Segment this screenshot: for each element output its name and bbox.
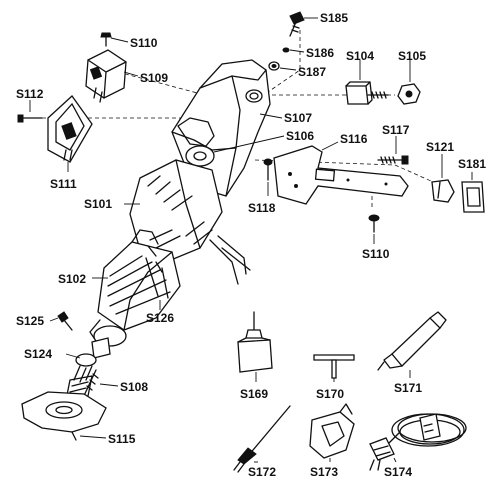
switch-plate-s111 — [47, 95, 93, 172]
label-s124: S124 — [24, 347, 52, 361]
knob-s121 — [431, 154, 455, 203]
screw-s110-top — [100, 32, 129, 47]
screw-s118 — [263, 158, 273, 196]
label-s172: S172 — [248, 465, 276, 479]
label-s116: S116 — [340, 132, 368, 146]
label-s121: S121 — [426, 140, 454, 154]
power-cord-s174 — [369, 413, 467, 471]
bracket-s116 — [273, 141, 409, 205]
bolt-s117 — [377, 136, 409, 165]
screw-s112 — [17, 100, 43, 123]
collar-s126 — [145, 257, 169, 310]
label-s126: S126 — [146, 311, 174, 325]
label-s109: S109 — [140, 71, 168, 85]
label-s174: S174 — [384, 465, 412, 479]
label-s181: S181 — [458, 157, 486, 171]
gear-s106 — [185, 135, 285, 167]
nut-s105 — [397, 60, 421, 105]
label-s105: S105 — [398, 49, 426, 63]
label-s170: S170 — [316, 387, 344, 401]
callout-labels: S185 S110 S186 S104 S105 S187 S109 S112 … — [16, 11, 486, 479]
label-s107: S107 — [284, 111, 312, 125]
label-s108: S108 — [120, 380, 148, 394]
label-s111: S111 — [50, 177, 77, 191]
switch-s109 — [85, 49, 139, 103]
label-s110-top: S110 — [130, 36, 158, 50]
label-s171: S171 — [394, 381, 422, 395]
washer-s186 — [282, 47, 305, 53]
nut-s187 — [268, 61, 297, 71]
brush-s172 — [233, 405, 291, 473]
label-s186: S186 — [306, 46, 334, 60]
label-s117: S117 — [382, 123, 410, 137]
label-s101: S101 — [84, 197, 112, 211]
spindle-s124 — [65, 337, 111, 401]
label-s125: S125 — [16, 314, 44, 328]
label-s112: S112 — [16, 87, 44, 101]
grease-tube-s171 — [377, 311, 447, 378]
label-s102: S102 — [58, 272, 86, 286]
hex-key-s170 — [313, 354, 355, 382]
label-s187: S187 — [298, 65, 326, 79]
label-s169: S169 — [240, 387, 268, 401]
screw-s125 — [49, 311, 73, 331]
bolt-s104 — [345, 60, 389, 105]
label-s173: S173 — [310, 465, 338, 479]
label-s106: S106 — [286, 129, 314, 143]
flange-s115 — [21, 391, 107, 441]
label-s110-bottom: S110 — [362, 247, 390, 261]
label-s115: S115 — [108, 432, 136, 446]
screw-s185 — [289, 11, 318, 37]
stator-s101 — [124, 159, 251, 285]
cap-s181 — [461, 172, 485, 213]
cover-s173 — [309, 403, 355, 462]
label-s104: S104 — [346, 49, 374, 63]
label-s185: S185 — [320, 11, 348, 25]
oil-bottle-s169 — [237, 311, 273, 382]
label-s118: S118 — [248, 201, 276, 215]
screw-s110-lower — [368, 214, 380, 244]
